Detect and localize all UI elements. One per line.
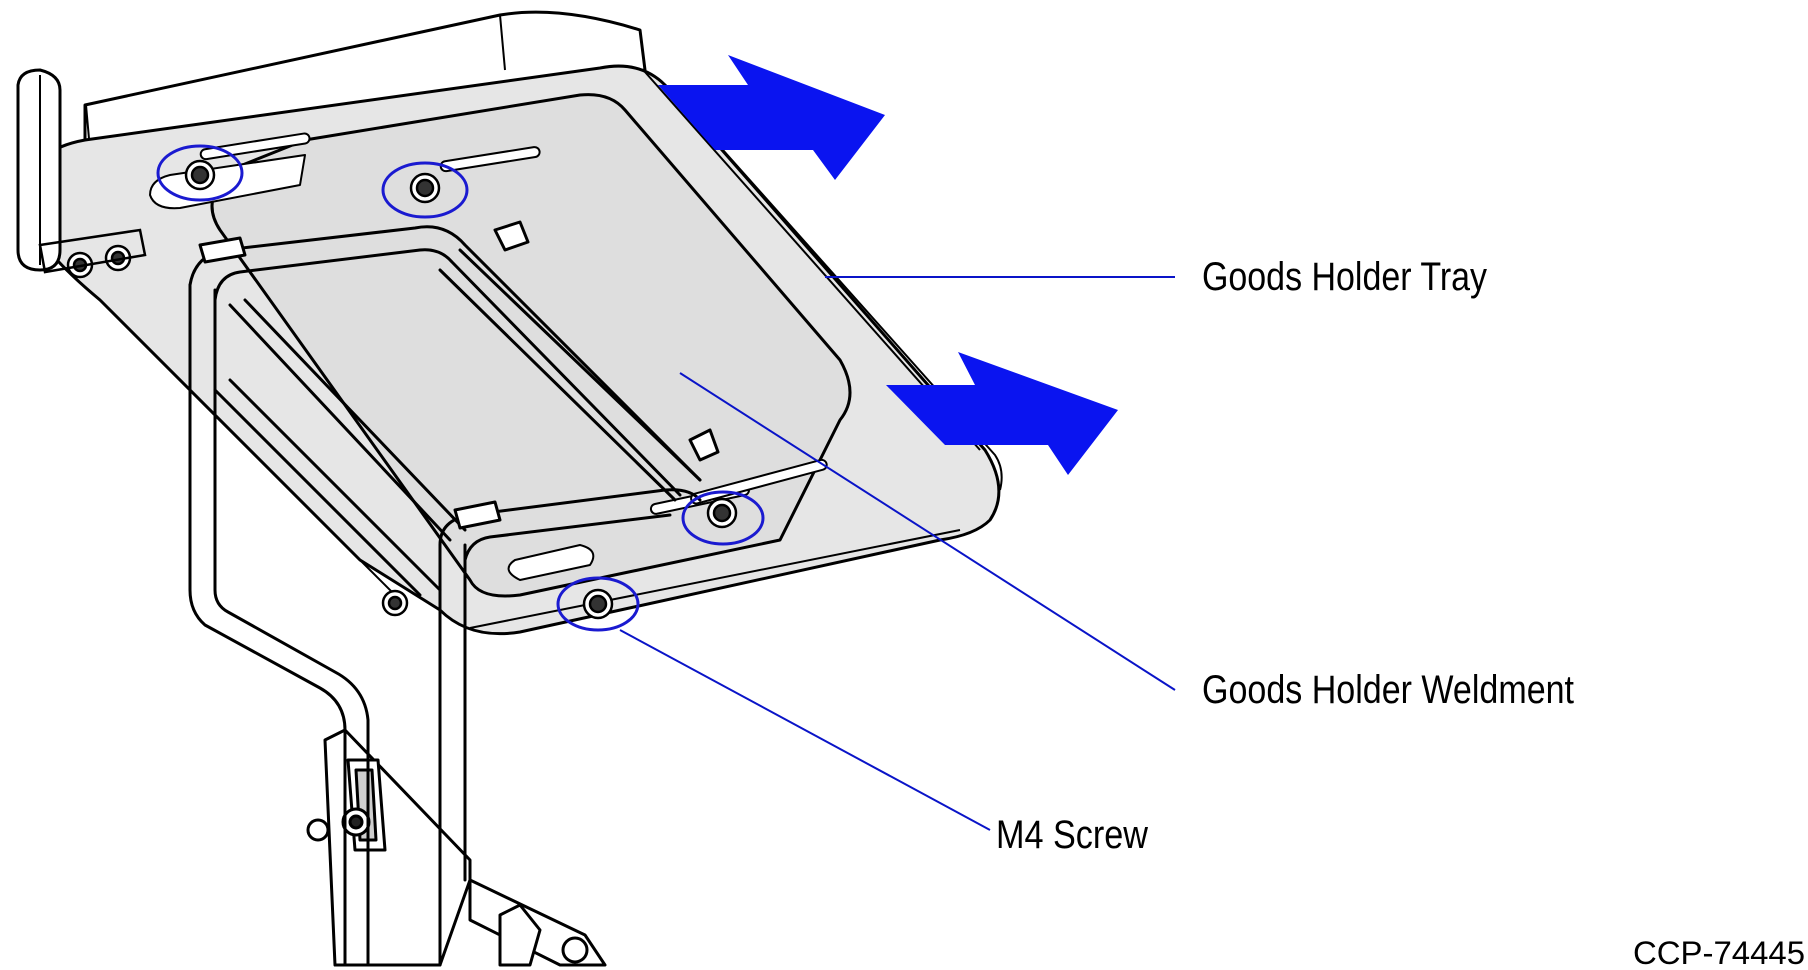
screw-3 <box>706 497 738 529</box>
left-nut-3 <box>381 589 409 617</box>
highlight-circle-1 <box>156 144 244 202</box>
goods-holder-weldment <box>188 220 720 967</box>
callout-lines <box>619 276 1176 831</box>
screw-label: M4 Screw <box>996 813 1148 857</box>
highlight-circle-4 <box>556 576 640 632</box>
screw-4 <box>582 588 614 620</box>
weldment-leader-line <box>679 372 1176 691</box>
direction-arrows <box>658 55 1118 475</box>
weldment-label: Goods Holder Weldment <box>1202 668 1574 712</box>
screws <box>38 159 738 620</box>
highlight-circle-2 <box>381 161 469 219</box>
screw-highlight-circles <box>156 144 765 632</box>
arrow-lower <box>886 352 1118 475</box>
figure-id: CCP-74445 <box>1633 935 1805 970</box>
highlight-circle-3 <box>681 490 765 546</box>
screw-1 <box>184 159 216 191</box>
tray-label: Goods Holder Tray <box>1202 255 1487 299</box>
screw-leader-line <box>619 629 991 831</box>
screw-2 <box>409 172 441 204</box>
arrow-upper <box>658 55 885 180</box>
mounting-bracket <box>306 728 607 967</box>
